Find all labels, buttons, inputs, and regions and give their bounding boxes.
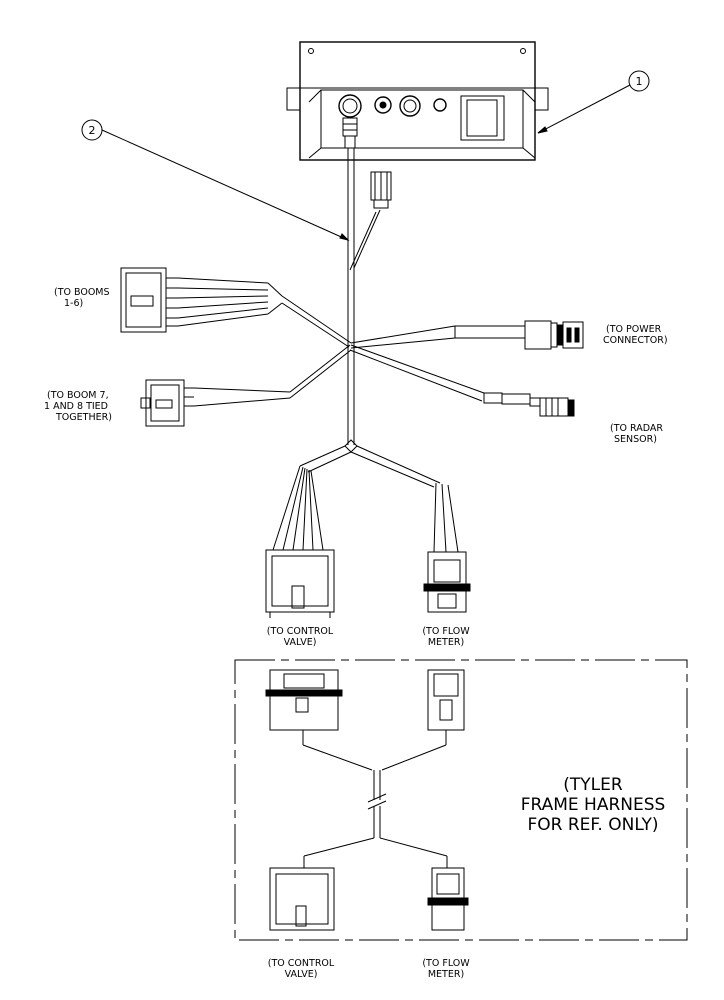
lower-branch-split (272, 439, 459, 553)
callout-1: 1 (537, 70, 650, 134)
reference-harness (265, 669, 469, 931)
flow-meter-connector-top (423, 551, 471, 613)
boom-7-connector (140, 344, 352, 427)
radar-connector (349, 344, 575, 417)
svg-text:2: 2 (89, 124, 96, 137)
harness-trunk (347, 148, 392, 445)
svg-text:1: 1 (636, 75, 643, 88)
reference-box (234, 659, 688, 941)
booms-1-6-connector (120, 267, 352, 348)
power-connector (350, 320, 584, 350)
console-unit (286, 41, 549, 161)
control-valve-connector-top (265, 549, 335, 618)
callout-2: 2 (81, 119, 350, 241)
